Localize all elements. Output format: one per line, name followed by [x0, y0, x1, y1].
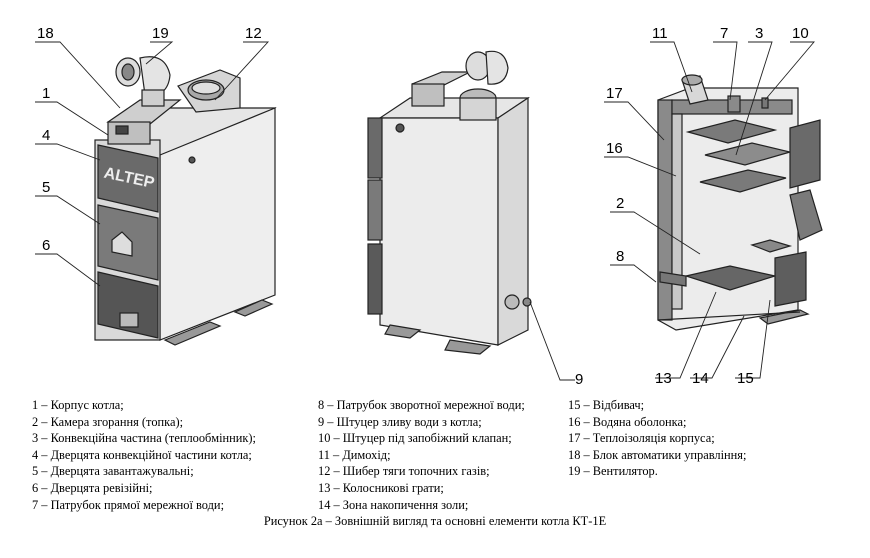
legend-item: 4 – Дверцята конвекційної частини котла; [32, 447, 252, 462]
callout-15: 15 [737, 370, 754, 387]
legend-column-3: 15 – Відбивач; 16 – Водяна оболонка; 17 … [568, 397, 746, 480]
callout-8: 8 [616, 248, 624, 265]
callout-2: 2 [616, 195, 624, 212]
callout-numbers: 18 19 12 1 4 5 6 9 11 7 3 10 17 16 2 8 1… [37, 25, 809, 388]
legend-item: 2 – Камера згорання (топка); [32, 414, 184, 429]
callout-17: 17 [606, 85, 623, 102]
legend-item: 12 – Шибер тяги топочних газів; [318, 464, 490, 479]
legend-item: 11 – Димохід; [318, 447, 391, 462]
chimney-damper [177, 69, 241, 113]
rear-fan [465, 50, 509, 85]
convection-door: ALTEP [97, 144, 159, 213]
callout-4: 4 [42, 127, 50, 144]
fan [115, 56, 171, 107]
legend-column-1: 1 – Корпус котла; 2 – Камера згорання (т… [32, 397, 256, 513]
rear-automation [411, 71, 471, 107]
callout-10: 10 [792, 25, 809, 42]
callout-3: 3 [755, 25, 763, 42]
loading-door [97, 204, 159, 281]
figure-caption: Рисунок 2а – Зовнішній вигляд та основні… [263, 514, 607, 528]
legend-item: 6 – Дверцята ревізійні; [32, 480, 153, 495]
callout-9: 9 [575, 371, 583, 388]
legend-item: 17 – Теплоізоляція корпуса; [568, 431, 715, 446]
callout-7: 7 [720, 25, 728, 42]
legend-item: 14 – Зона накопичення золи; [318, 497, 469, 512]
boiler-front-view: ALTEP [94, 56, 277, 346]
rear-chimney [459, 88, 497, 121]
callout-16: 16 [606, 140, 623, 157]
legend-item: 9 – Штуцер зливу води з котла; [318, 414, 482, 429]
boiler-figure: ALTEP [35, 25, 823, 388]
callout-5: 5 [42, 179, 50, 196]
boiler-rear-view [367, 50, 532, 355]
callout-12: 12 [245, 25, 262, 42]
legend-item: 16 – Водяна оболонка; [568, 414, 687, 429]
legend-item: 8 – Патрубок зворотної мережної води; [318, 398, 525, 412]
legend-item: 19 – Вентилятор. [568, 464, 658, 479]
legend-item: 1 – Корпус котла; [32, 398, 124, 412]
legend-item: 7 – Патрубок прямої мережної води; [32, 497, 225, 512]
legend-item: 15 – Відбивач; [568, 398, 645, 412]
legend-column-2: 8 – Патрубок зворотної мережної води; 9 … [318, 397, 525, 513]
revision-door [97, 271, 159, 339]
legend-item: 3 – Конвекційна частина (теплообмінник); [32, 431, 256, 446]
callout-18: 18 [37, 25, 54, 42]
callout-6: 6 [42, 237, 50, 254]
boiler-section-view [657, 74, 823, 331]
legend-item: 10 – Штуцер під запобіжний клапан; [318, 431, 512, 446]
legend-item: 5 – Дверцята завантажувальні; [32, 464, 194, 479]
callout-14: 14 [692, 370, 709, 387]
legend-item: 13 – Колосникові грати; [318, 480, 444, 495]
drain-fitting [504, 294, 532, 310]
leader-lines [35, 41, 815, 381]
callout-11: 11 [652, 25, 668, 42]
callout-13: 13 [655, 370, 672, 387]
legend-item: 18 – Блок автоматики управління; [568, 447, 747, 462]
callout-1: 1 [42, 85, 50, 102]
callout-19: 19 [152, 25, 169, 42]
